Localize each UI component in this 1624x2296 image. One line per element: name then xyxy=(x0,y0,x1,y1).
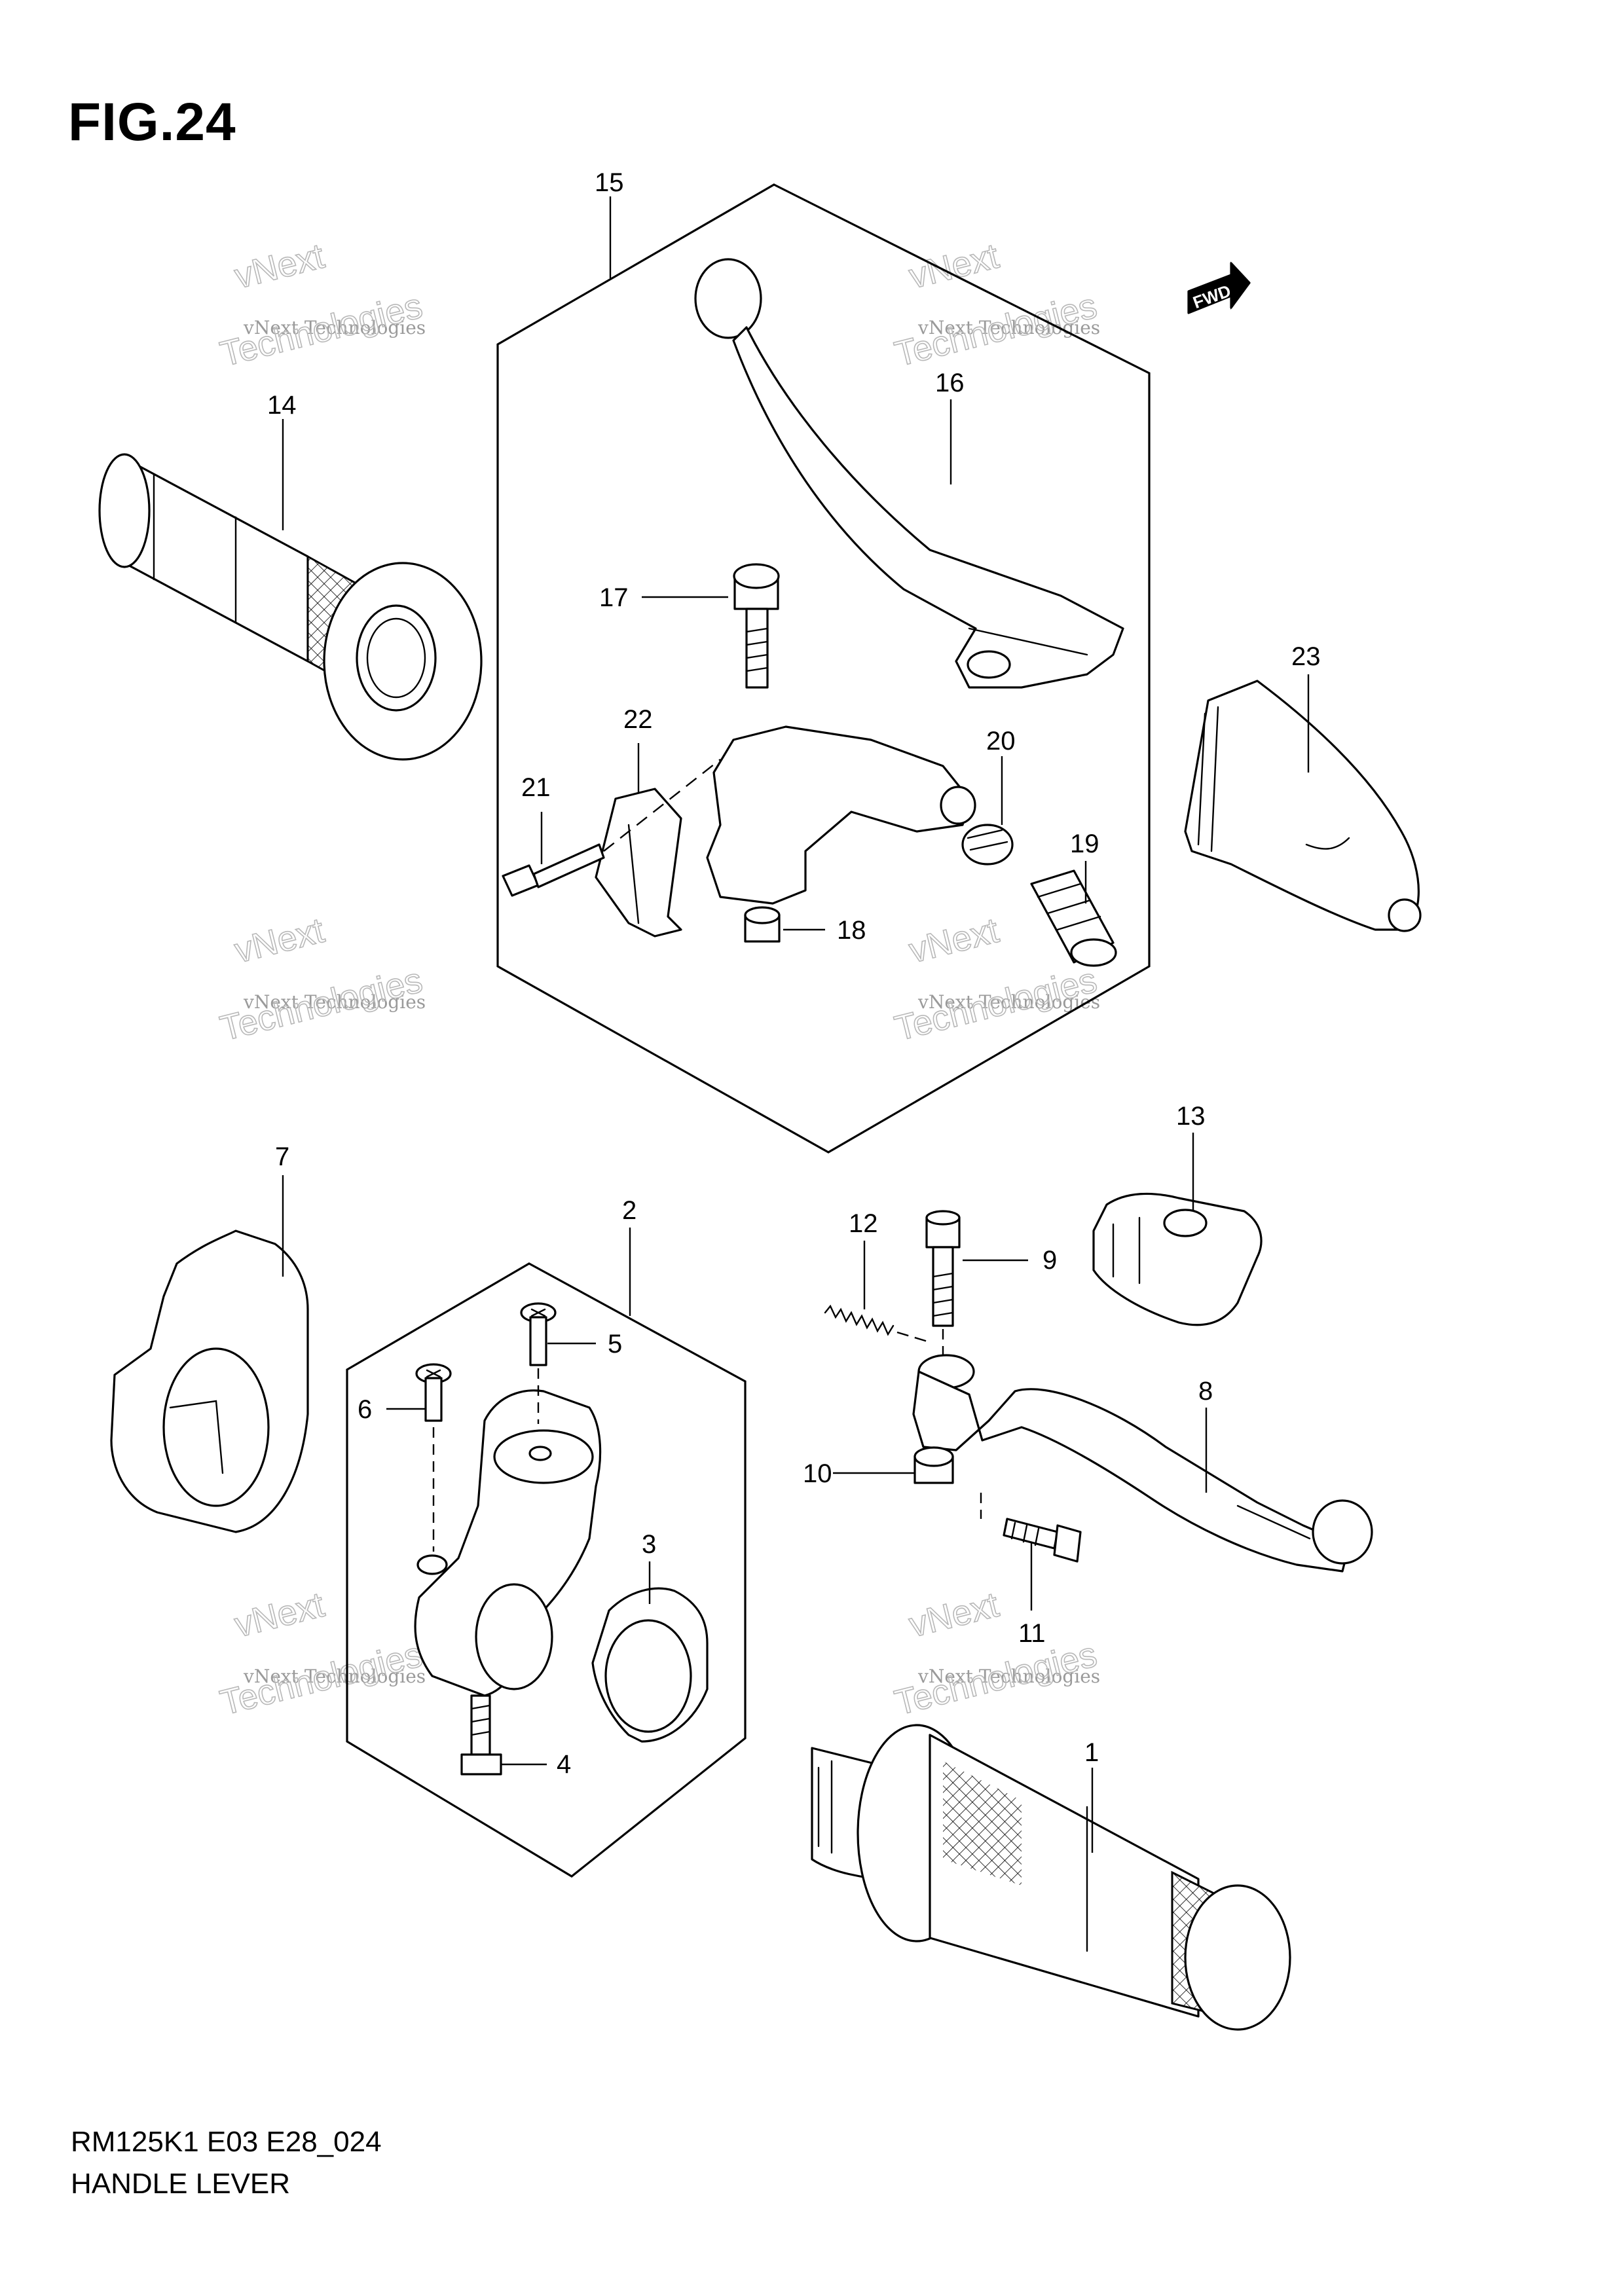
callout-20: 20 xyxy=(986,727,1016,756)
callout-11: 11 xyxy=(1018,1619,1046,1648)
callout-3: 3 xyxy=(642,1530,656,1559)
bolt-part-21 xyxy=(502,759,721,897)
kit-frame-15 xyxy=(496,183,1151,1154)
callout-17: 17 xyxy=(599,583,629,612)
watermark-technologies: Technologies xyxy=(891,1635,1100,1722)
callout-numbers: 15 14 16 17 22 21 18 20 19 23 7 2 5 6 3 … xyxy=(267,168,1321,1779)
callout-19: 19 xyxy=(1070,829,1099,858)
screw-part-6 xyxy=(415,1363,452,1552)
callout-23: 23 xyxy=(1291,642,1321,671)
bolt-part-17 xyxy=(733,563,780,689)
kit-frame-2 xyxy=(346,1262,747,1878)
right-grip-part-1 xyxy=(811,1724,1291,2031)
callout-9: 9 xyxy=(1043,1246,1057,1275)
watermark-technologies: Technologies xyxy=(891,960,1100,1048)
watermark-group: vNext vNext Technologies Technologies vN… xyxy=(216,236,1101,1723)
callout-15: 15 xyxy=(595,168,624,197)
cover-part-13 xyxy=(1092,1192,1263,1326)
switch-body-part-2 xyxy=(414,1389,602,1697)
switch-housing-part-7 xyxy=(110,1230,309,1533)
callout-2: 2 xyxy=(622,1196,637,1225)
callout-12: 12 xyxy=(849,1209,878,1238)
watermark-vnext-technologies: vNext Technologies xyxy=(243,1666,426,1687)
watermark-vnext: vNext xyxy=(905,911,1002,971)
watermark-technologies: Technologies xyxy=(216,286,426,374)
pivot-bolt-part-9 xyxy=(925,1210,961,1362)
callout-8: 8 xyxy=(1198,1377,1213,1406)
figure-title: FIG.24 xyxy=(68,92,236,152)
callout-4: 4 xyxy=(557,1750,571,1779)
diagram-name: HANDLE LEVER xyxy=(71,2168,291,2200)
adjuster-part-19 xyxy=(1030,869,1117,967)
bolt-part-11 xyxy=(1003,1518,1082,1563)
callout-7: 7 xyxy=(275,1142,289,1171)
fwd-direction-tag: FWD xyxy=(1187,261,1251,314)
callout-1: 1 xyxy=(1084,1738,1099,1767)
bolt-part-4 xyxy=(460,1694,502,1776)
watermark-technologies: Technologies xyxy=(216,1635,426,1722)
watermark-vnext-technologies: vNext Technologies xyxy=(917,991,1100,1013)
footer: RM125K1 E03 E28_024 HANDLE LEVER xyxy=(71,2121,382,2205)
screw-part-5 xyxy=(520,1302,557,1424)
leader-lines xyxy=(282,196,1310,1853)
fwd-label: FWD xyxy=(1190,281,1234,312)
adjuster-nut-part-20 xyxy=(961,824,1014,866)
spring-part-12 xyxy=(824,1304,931,1343)
callout-10: 10 xyxy=(803,1459,832,1488)
watermark-technologies: Technologies xyxy=(891,286,1100,374)
nut-part-10 xyxy=(913,1446,982,1519)
lever-holder-part-22 xyxy=(595,725,976,938)
nut-part-18 xyxy=(744,906,781,943)
callout-21: 21 xyxy=(521,773,551,802)
watermark-vnext: vNext xyxy=(231,911,327,971)
callout-22: 22 xyxy=(623,705,653,734)
watermark-technologies: Technologies xyxy=(216,960,426,1048)
watermark-vnext-technologies: vNext Technologies xyxy=(917,1666,1100,1687)
callout-13: 13 xyxy=(1176,1102,1206,1131)
watermark-vnext-technologies: vNext Technologies xyxy=(243,317,426,338)
left-grip-part-14 xyxy=(98,453,483,761)
watermark-vnext: vNext xyxy=(905,1585,1002,1645)
diagram-code: RM125K1 E03 E28_024 xyxy=(71,2126,382,2158)
watermark-vnext-technologies: vNext Technologies xyxy=(917,317,1100,338)
clutch-lever-part-16 xyxy=(694,258,1124,689)
watermark-vnext: vNext xyxy=(905,236,1002,297)
watermark-vnext: vNext xyxy=(231,1585,327,1645)
callout-6: 6 xyxy=(358,1395,372,1424)
watermark-vnext-technologies: vNext Technologies xyxy=(243,991,426,1013)
callout-18: 18 xyxy=(837,916,866,945)
callout-16: 16 xyxy=(935,369,965,397)
lever-cover-part-23 xyxy=(1184,680,1422,932)
watermark-vnext: vNext xyxy=(231,236,327,297)
callout-5: 5 xyxy=(608,1330,622,1358)
switch-plate-part-3 xyxy=(591,1587,709,1743)
brake-lever-part-8 xyxy=(912,1354,1373,1573)
callout-14: 14 xyxy=(267,391,297,420)
